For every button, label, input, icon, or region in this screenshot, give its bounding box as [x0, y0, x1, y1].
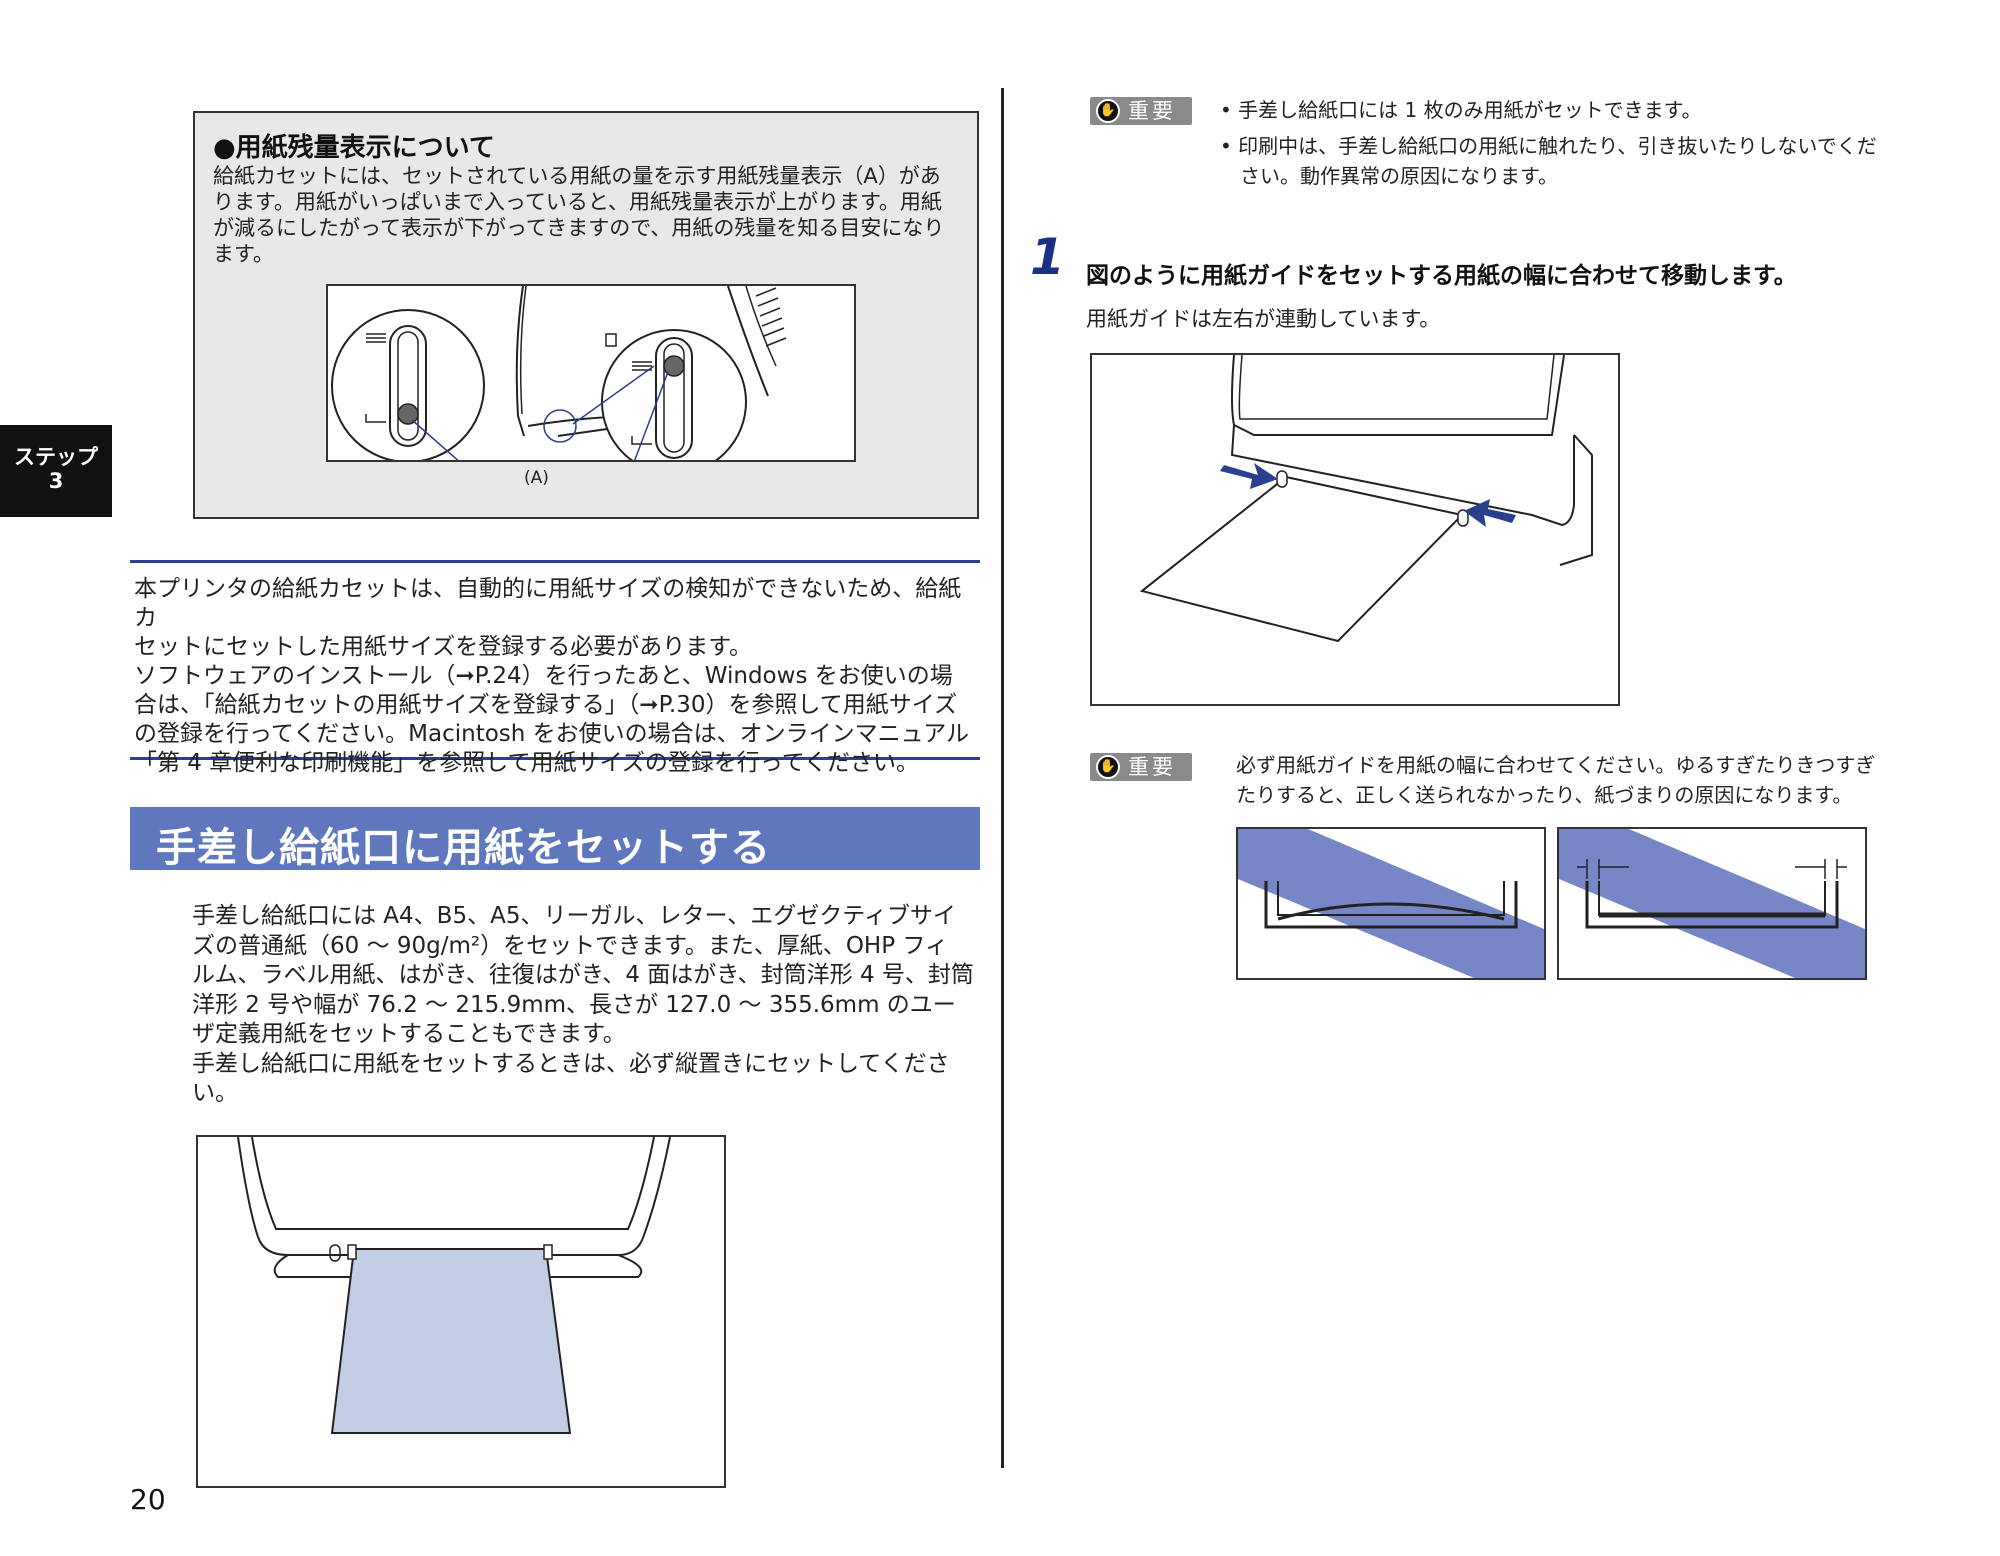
body-line: 手差し給紙口に用紙をセットするときは、必ず縦置きにセットしてくださ	[192, 1050, 950, 1077]
important-line: 必ず用紙ガイドを用紙の幅に合わせてください。ゆるすぎたりきつすぎ	[1236, 753, 1876, 777]
manual-feed-figure	[196, 1135, 726, 1488]
paper-level-illustration	[331, 285, 787, 479]
page-number: 20	[130, 1483, 166, 1516]
note-line: ります。用紙がいっぱいまで入っていると、用紙残量表示が上がります。用紙	[213, 190, 942, 214]
note-line: 給紙カセットには、セットされている用紙の量を示す用紙残量表示（A）があ	[213, 164, 941, 188]
body-line: ズの普通紙（60 ～ 90g/m²）をセットできます。また、厚紙、OHP フィ	[192, 932, 948, 959]
note-body: 給紙カセットには、セットされている用紙の量を示す用紙残量表示（A）があ ります。…	[213, 163, 963, 267]
step-subtext: 用紙ガイドは左右が連動しています。	[1086, 307, 1441, 331]
info-line: 合は、「給紙カセットの用紙サイズを登録する」（➞P.30）を参照して用紙サイズ	[134, 692, 958, 718]
important-line: さい。動作異常の原因になります。	[1220, 164, 1558, 188]
paper-guide-figure	[1090, 353, 1620, 706]
important-label: 重要	[1128, 99, 1176, 123]
section-heading-bar: 手差し給紙口に用紙をセットする	[130, 807, 980, 871]
paper-guide-illustration	[1139, 354, 1593, 643]
step-number: 1	[1030, 228, 1065, 286]
important-notes: • 手差し給紙口には 1 枚のみ用紙がセットできます。 • 印刷中は、手差し給紙…	[1220, 95, 1960, 191]
important-line: • 手差し給紙口には 1 枚のみ用紙がセットできます。	[1220, 98, 1702, 122]
info-text: 本プリンタの給紙カセットは、自動的に用紙サイズの検知ができないため、給紙カ セッ…	[134, 575, 980, 778]
section-title: 手差し給紙口に用紙をセットする	[156, 825, 771, 871]
body-line: い。	[192, 1080, 238, 1106]
info-line: 本プリンタの給紙カセットは、自動的に用紙サイズの検知ができないため、給紙カ	[134, 576, 962, 631]
important-line: たりすると、正しく送られなかったり、紙づまりの原因になります。	[1236, 783, 1853, 807]
important-label: 重要	[1128, 755, 1176, 779]
manual-feed-illustration	[237, 1136, 671, 1434]
important-line: • 印刷中は、手差し給紙口の用紙に触れたり、引き抜いたりしないでくだ	[1220, 134, 1877, 158]
note-title: ●用紙残量表示について	[213, 133, 495, 163]
important-badge: ✋ 重要	[1090, 97, 1192, 125]
guide-correct-illustration	[1559, 829, 1865, 978]
info-line: ソフトウェアのインストール（➞P.24）を行ったあと、Windows をお使いの…	[134, 663, 953, 689]
body-line: 洋形 2 号や幅が 76.2 ～ 215.9mm、長さが 127.0 ～ 355…	[192, 991, 956, 1018]
info-line: の登録を行ってください。Macintosh をお使いの場合は、オンラインマニュア…	[134, 721, 969, 747]
info-block: 本プリンタの給紙カセットは、自動的に用紙サイズの検知ができないため、給紙カ セッ…	[130, 560, 980, 776]
step-heading: 図のように用紙ガイドをセットする用紙の幅に合わせて移動します。	[1086, 263, 1797, 289]
column-divider	[1001, 88, 1004, 1468]
note-line: ます。	[213, 242, 274, 266]
guide-correct-figure	[1557, 827, 1867, 980]
body-line: ザ定義用紙をセットすることもできます。	[192, 1021, 626, 1047]
guide-tight-illustration	[1238, 829, 1544, 978]
body-line: ルム、ラベル用紙、はがき、往復はがき、4 面はがき、封筒洋形 4 号、封筒	[192, 962, 974, 988]
step-tab-label: ステップ	[14, 445, 98, 469]
note-line: が減るにしたがって表示が下がってきますので、用紙の残量を知る目安になり	[213, 216, 945, 240]
note-box: ●用紙残量表示について 給紙カセットには、セットされている用紙の量を示す用紙残量…	[193, 111, 979, 519]
body-line: 手差し給紙口には A4、B5、A5、リーガル、レター、エグゼクティブサイ	[192, 903, 956, 929]
guide-too-tight-figure	[1236, 827, 1546, 980]
manual-feed-body: 手差し給紙口には A4、B5、A5、リーガル、レター、エグゼクティブサイ ズの普…	[192, 902, 982, 1109]
stop-hand-icon: ✋	[1096, 755, 1120, 779]
stop-hand-icon: ✋	[1096, 99, 1120, 123]
step-tab: ステップ 3	[0, 425, 112, 517]
important-badge-2: ✋ 重要	[1090, 753, 1192, 781]
figure-label-a: (A)	[524, 468, 549, 488]
paper-level-figure: (A)	[326, 284, 856, 488]
info-line: 「第 4 章便利な印刷機能」を参照して用紙サイズの登録を行ってください。	[134, 750, 920, 776]
info-line: セットにセットした用紙サイズを登録する必要があります。	[134, 634, 753, 660]
important-notes-2: 必ず用紙ガイドを用紙の幅に合わせてください。ゆるすぎたりきつすぎ たりすると、正…	[1236, 750, 1976, 810]
step-tab-number: 3	[48, 469, 64, 493]
